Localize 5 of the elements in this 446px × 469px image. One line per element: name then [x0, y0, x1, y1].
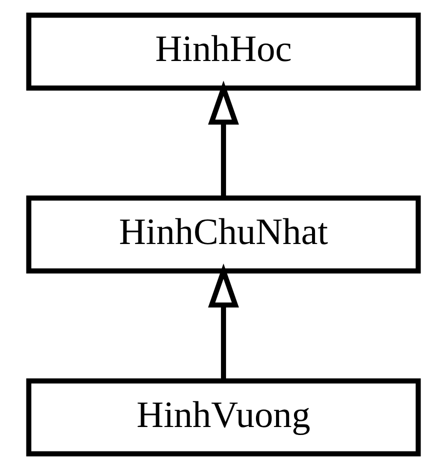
arrow	[208, 80, 238, 198]
node-box: HinhHoc	[26, 12, 420, 91]
node-box: HinhVuong	[26, 378, 420, 456]
node-box: HinhChuNhat	[26, 196, 420, 274]
arrow	[208, 263, 238, 381]
